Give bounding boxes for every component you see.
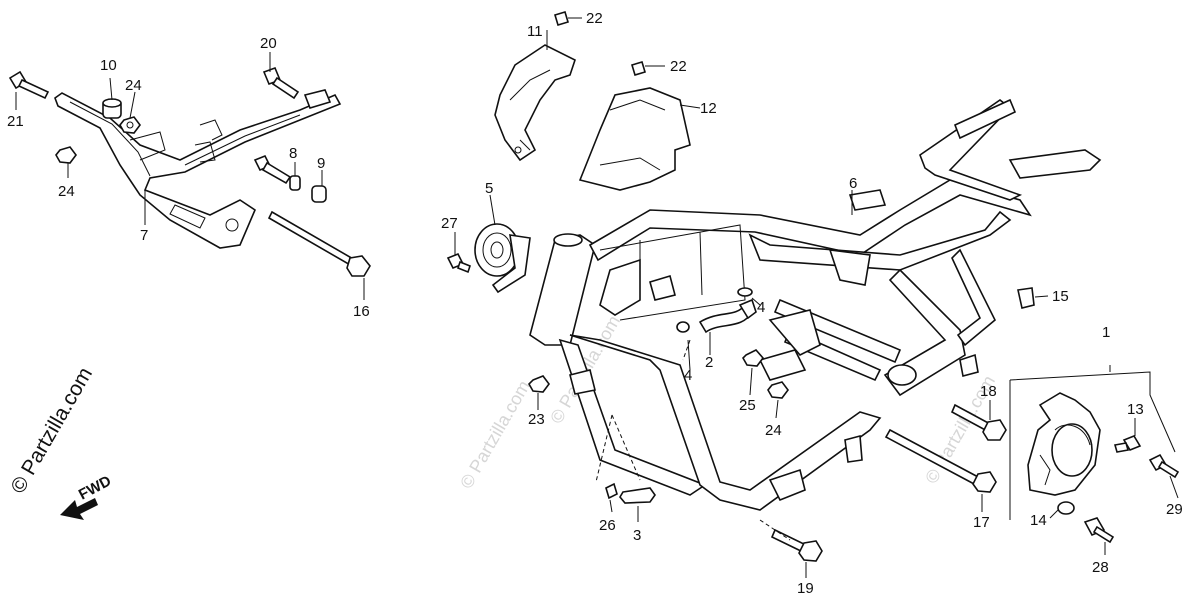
grommet	[1057, 501, 1075, 515]
callout-label: 8	[289, 145, 297, 162]
callout-label: 21	[7, 113, 24, 130]
callout-label: 9	[317, 155, 325, 172]
callout-label: 18	[980, 383, 997, 400]
callout-label: 5	[485, 180, 493, 197]
bolt	[631, 61, 646, 76]
collar	[102, 98, 122, 119]
callout-label: 24	[58, 183, 75, 200]
horn	[474, 223, 531, 294]
callout-label: 24	[125, 77, 142, 94]
forward-arrow-icon	[60, 498, 98, 520]
collar	[311, 185, 327, 203]
bolt	[1113, 435, 1142, 453]
callout-label: 22	[670, 58, 687, 75]
plug	[619, 487, 656, 504]
nut	[767, 381, 789, 399]
callout-label: 14	[1030, 512, 1047, 529]
hose-clip	[676, 321, 690, 333]
frame-cover-upper	[494, 44, 576, 162]
side-cover	[1027, 392, 1101, 496]
callout-label: 22	[586, 10, 603, 27]
callout-label: 26	[599, 517, 616, 534]
callout-label: 11	[527, 23, 543, 40]
bolt	[253, 154, 301, 191]
callout-label: 12	[700, 100, 717, 117]
bolt	[1083, 517, 1115, 544]
callout-label: 6	[849, 175, 857, 192]
callout-label: 2	[705, 354, 713, 371]
long-bolt	[884, 428, 997, 493]
callout-label: 20	[260, 35, 277, 52]
stay-bracket	[54, 89, 342, 249]
callout-label: 4	[684, 367, 692, 384]
bolt	[554, 11, 569, 26]
cap	[1017, 287, 1035, 309]
long-bolt	[267, 210, 371, 277]
callout-label: 10	[100, 57, 117, 74]
callout-label: 28	[1092, 559, 1109, 576]
grommet	[742, 349, 765, 367]
bolt	[8, 70, 50, 100]
bolt	[1148, 453, 1180, 479]
bolt	[446, 252, 471, 274]
callout-label: 23	[528, 411, 545, 428]
callout-label: 24	[765, 422, 782, 439]
breather-hose	[698, 298, 757, 334]
main-frame	[529, 98, 1102, 511]
hose-clip	[737, 287, 753, 297]
bolt	[770, 528, 823, 562]
bolt	[262, 66, 300, 100]
watermark: © Partzilla.com	[456, 377, 534, 492]
callout-label: 27	[441, 215, 458, 232]
callout-label: 13	[1127, 401, 1144, 418]
nut	[119, 116, 141, 134]
callout-label: 4	[757, 299, 765, 316]
callout-label: 1	[1102, 324, 1110, 341]
bolt	[950, 403, 1007, 441]
callout-label: 3	[633, 527, 641, 544]
callout-label: 7	[140, 227, 148, 244]
nut	[55, 146, 77, 164]
brand-text: © Partzilla.com	[6, 363, 97, 497]
callout-label: 16	[353, 303, 370, 320]
callout-label: 25	[739, 397, 756, 414]
nut	[528, 375, 550, 393]
callout-label: 17	[973, 514, 990, 531]
clip	[605, 482, 618, 500]
callout-label: 29	[1166, 501, 1183, 518]
frame-cover-lower	[578, 87, 691, 191]
callout-label: 19	[797, 580, 814, 597]
callout-label: 15	[1052, 288, 1069, 305]
